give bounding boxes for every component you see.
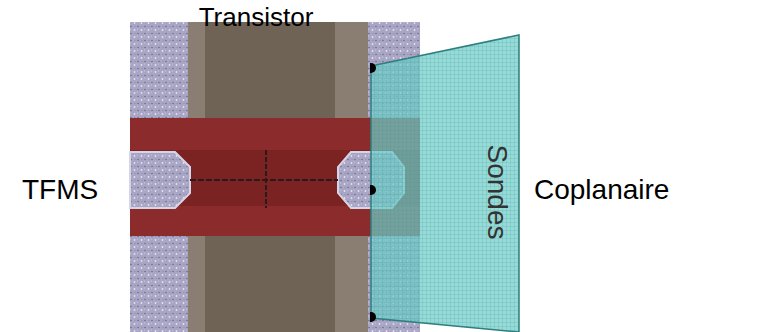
probe-shape: Sondes — [370, 34, 520, 332]
ground-pad — [130, 236, 188, 332]
part-label: TFMS — [22, 176, 98, 204]
part-label: Transistor — [199, 4, 314, 30]
device-line — [190, 179, 338, 181]
probe-contact — [370, 185, 376, 195]
probe-contact — [370, 312, 376, 322]
signal-pad — [130, 152, 190, 208]
device-line — [265, 150, 267, 208]
part-label: Coplanaire — [534, 176, 669, 204]
rotated-text-holder: Sondes — [483, 145, 511, 240]
probe-contact — [370, 63, 376, 73]
probe-trapezoid — [371, 35, 519, 332]
probe-label: Sondes — [482, 145, 513, 240]
ground-pad — [130, 22, 188, 118]
